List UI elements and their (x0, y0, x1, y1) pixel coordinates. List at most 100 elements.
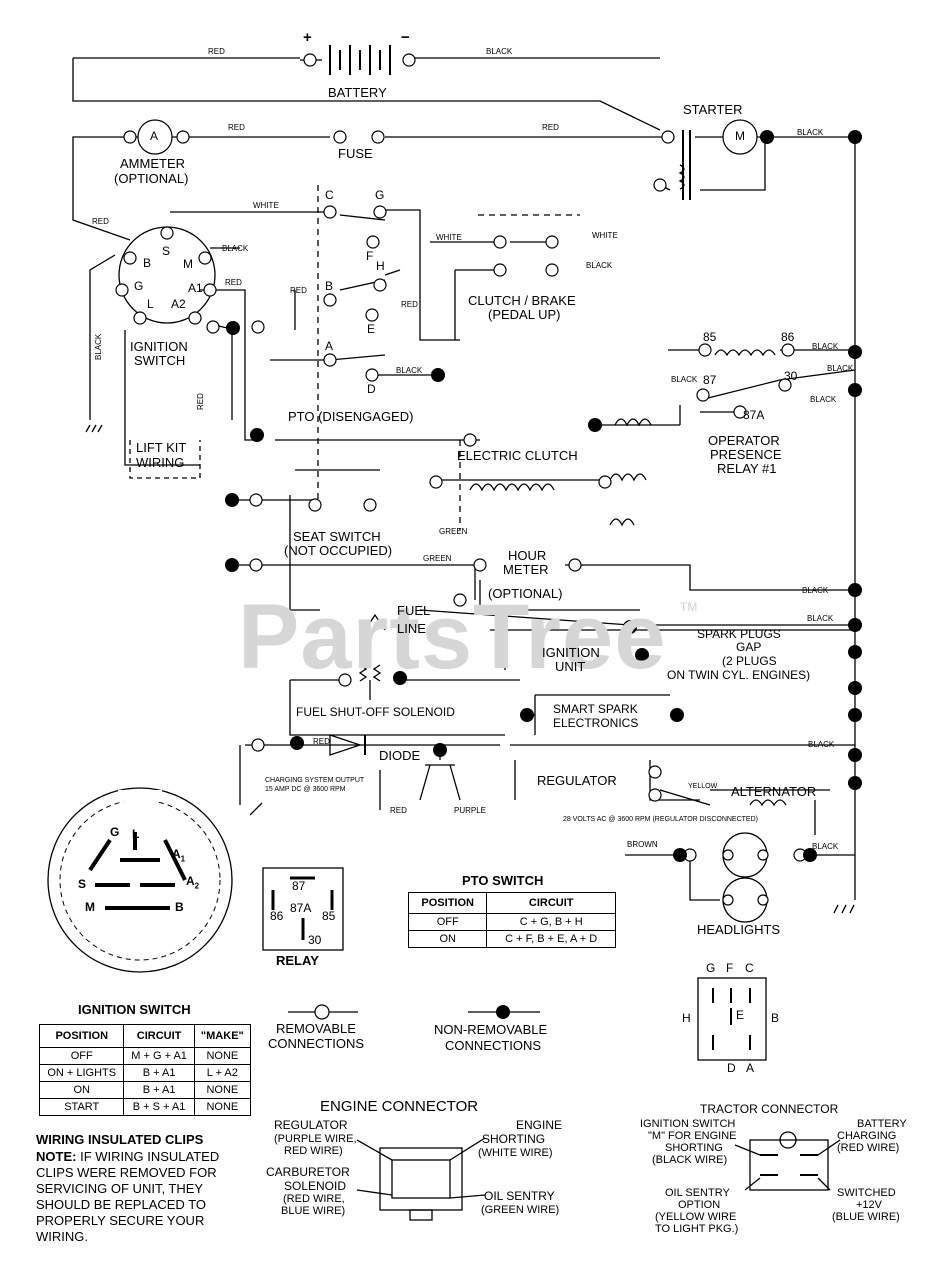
alternator-label: ALTERNATOR (731, 784, 817, 799)
spark-plugs-gap: GAP (736, 640, 762, 654)
watermark-tm: TM (680, 600, 698, 614)
table-cell: C + G, B + H (486, 913, 616, 931)
pto-terminal-h: H (376, 259, 385, 273)
plug-terminal-s: S (78, 877, 87, 891)
connector-pin-c: C (745, 961, 754, 975)
engine-connector-title: ENGINE CONNECTOR (320, 1098, 479, 1115)
wire-label-black: BLACK (812, 842, 839, 851)
spark-plugs-two: (2 PLUGS (722, 654, 777, 668)
wiring-note-line: PROPERLY SECURE YOUR (36, 1213, 205, 1228)
table-cell: NONE (193, 1098, 252, 1116)
relay-box (262, 867, 344, 951)
wire-label-red: RED (225, 278, 242, 287)
legend-removable-2: CONNECTIONS (268, 1036, 365, 1051)
table-cell: ON (407, 930, 488, 948)
pto-terminal-f: F (366, 249, 374, 263)
engine-connector-oil-2: (GREEN WIRE) (481, 1204, 560, 1216)
ignition-switch-label-2: SWITCH (134, 353, 186, 368)
seat-switch-label: SEAT SWITCH (293, 529, 381, 544)
table-row: START B + S + A1 NONE (38, 1098, 252, 1116)
wire-label-black: BLACK (802, 586, 829, 595)
ign-terminal-a1: A1 (188, 281, 203, 295)
wire-label-red: RED (390, 806, 407, 815)
engine-connector-shape (356, 1137, 486, 1221)
clutch-brake-label: CLUTCH / BRAKE (468, 293, 576, 308)
ign-terminal-a2: A2 (171, 297, 186, 311)
relay-pin-85: 85 (703, 330, 717, 344)
table-cell: OFF (407, 913, 488, 931)
pto-terminal-b: B (325, 279, 334, 293)
plug-terminal-a1: A1 (172, 847, 186, 864)
tractor-connector-ign: IGNITION SWITCH (640, 1118, 736, 1130)
tractor-connector-ign-2: "M" FOR ENGINE (648, 1130, 737, 1142)
wire-label-red: RED (92, 217, 109, 226)
operator-presence-label-3: RELAY #1 (717, 461, 777, 476)
hour-meter-label-2: METER (503, 562, 549, 577)
wire-label-yellow: YELLOW (688, 783, 718, 790)
wire-label-white: WHITE (592, 231, 618, 240)
wire-label-black: BLACK (797, 128, 824, 137)
table-header: POSITION CIRCUIT "MAKE" (38, 1024, 252, 1048)
watermark: PartsTree (238, 586, 667, 688)
battery-plus: + (303, 29, 312, 46)
diode-label: DIODE (379, 748, 421, 763)
relay-box-85: 85 (322, 909, 336, 923)
connector-pin-f: F (726, 961, 734, 975)
lift-kit-wiring-label: WIRING (136, 455, 185, 470)
pto-terminal-a: A (325, 339, 334, 353)
wire-label-red: RED (313, 737, 330, 746)
connector-pin-g: G (706, 961, 716, 975)
tractor-connector-switched-2: +12V (856, 1199, 882, 1211)
wire-label-black: BLACK (810, 395, 837, 404)
relay-title: RELAY (276, 953, 319, 968)
relay-box-30: 30 (308, 933, 322, 947)
electric-clutch-label: ELECTRIC CLUTCH (457, 448, 578, 463)
battery-label: BATTERY (328, 85, 387, 100)
wire-label-black: BLACK (94, 333, 103, 360)
plug-terminal-b: B (175, 900, 184, 914)
wire-label-green: GREEN (439, 527, 468, 536)
spark-plugs-label: SPARK PLUGS (697, 627, 781, 641)
wire-label-black: BLACK (222, 244, 249, 253)
wire-label-white: WHITE (436, 233, 462, 242)
relay-pin-30: 30 (784, 369, 798, 383)
ign-terminal-b: B (143, 256, 152, 270)
fuel-line-label-2: LINE (397, 621, 426, 636)
wiring-note-line: CLIPS WERE REMOVED FOR (36, 1165, 217, 1180)
battery-minus: − (401, 29, 410, 46)
starter-label: STARTER (683, 102, 743, 117)
wire-label-black: BLACK (671, 375, 698, 384)
wiring-note-line: SHOULD BE REPLACED TO (36, 1197, 207, 1212)
pto-switch-table: POSITION CIRCUIT OFF C + G, B + H ON C +… (407, 892, 616, 948)
tractor-connector-switched-3: (BLUE WIRE) (832, 1211, 900, 1223)
tractor-connector-battery-2: CHARGING (837, 1130, 897, 1142)
tractor-connector-title: TRACTOR CONNECTOR (700, 1102, 839, 1116)
engine-connector-engine-3: (WHITE WIRE) (478, 1147, 553, 1159)
wire-label-black: BLACK (586, 261, 613, 270)
engine-connector-regulator-3: RED WIRE) (284, 1145, 343, 1157)
plug-terminal-a2: A2 (186, 874, 200, 891)
wiring-note-line: WIRING. (36, 1229, 88, 1244)
solid-connectors (225, 130, 862, 1019)
charging-output-label: CHARGING SYSTEM OUTPUT (265, 777, 365, 784)
wiring-note-line: SERVICING OF UNIT, THEY (36, 1181, 204, 1196)
connector-pin-e: E (736, 1008, 745, 1022)
relay-box-86: 86 (270, 909, 284, 923)
tractor-connector-ign-3: SHORTING (665, 1142, 723, 1154)
wire-label-black: BLACK (812, 342, 839, 351)
connector-pin-b: B (771, 1011, 780, 1025)
table-header-cell: "MAKE" (193, 1024, 252, 1048)
table-cell: ON (38, 1081, 125, 1099)
tractor-connector-ign-4: (BLACK WIRE) (652, 1154, 728, 1166)
engine-connector-oil: OIL SENTRY (484, 1189, 555, 1203)
operator-presence-label: OPERATOR (708, 433, 780, 448)
table-header-cell: POSITION (407, 892, 488, 914)
relay-pin-86: 86 (781, 330, 795, 344)
wire-label-red: RED (196, 393, 205, 410)
fuel-shutoff-label: FUEL SHUT-OFF SOLENOID (296, 705, 455, 719)
wire-label-red: RED (542, 123, 559, 132)
relay-pin-87a: 87A (743, 408, 765, 422)
wire-label-purple: PURPLE (454, 806, 487, 815)
table-row: ON + LIGHTS B + A1 L + A2 (38, 1064, 252, 1082)
connector-pin-h: H (682, 1011, 691, 1025)
